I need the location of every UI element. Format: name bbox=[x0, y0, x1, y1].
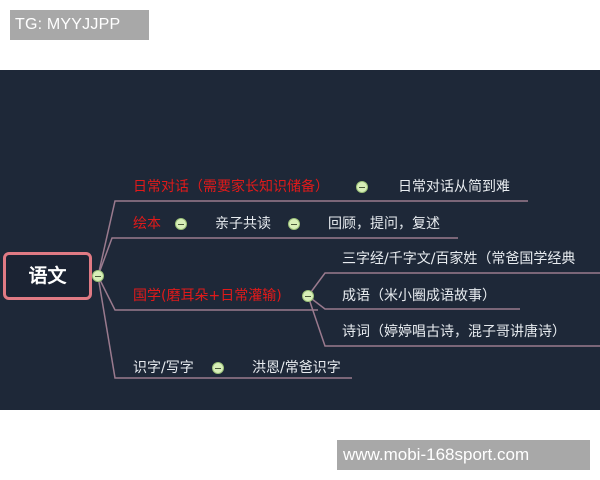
watermark-top: TG: MYYJJPP bbox=[10, 10, 149, 40]
collapse-root-icon[interactable] bbox=[92, 270, 104, 282]
node-daily-talk[interactable]: 日常对话（需要家长知识储备） bbox=[133, 179, 329, 195]
node-hongen-literacy[interactable]: 洪恩/常爸识字 bbox=[252, 360, 341, 376]
node-poetry[interactable]: 诗词（婷婷唱古诗，混子哥讲唐诗） bbox=[342, 324, 566, 340]
node-review-ask-retell[interactable]: 回顾，提问，复述 bbox=[328, 216, 440, 232]
collapse-parent-child-reading-icon[interactable] bbox=[288, 218, 300, 230]
node-daily-talk-easy-to-hard[interactable]: 日常对话从简到难 bbox=[398, 179, 510, 195]
node-classics[interactable]: 三字经/千字文/百家姓（常爸国学经典 bbox=[342, 251, 576, 267]
mindmap-canvas: 语文 日常对话（需要家长知识储备） 日常对话从简到难 绘本 亲子共读 回顾，提问… bbox=[0, 70, 600, 410]
root-node[interactable]: 语文 bbox=[3, 252, 92, 300]
node-parent-child-reading[interactable]: 亲子共读 bbox=[215, 216, 271, 232]
branch-line-guoxue bbox=[97, 275, 318, 311]
node-idioms[interactable]: 成语（米小圈成语故事） bbox=[342, 288, 496, 304]
branch-line-daily-talk bbox=[97, 200, 528, 277]
sub-line-idioms bbox=[307, 295, 520, 310]
branch-line-literacy bbox=[97, 275, 352, 379]
collapse-guoxue-icon[interactable] bbox=[302, 290, 314, 302]
sub-line-classics bbox=[307, 272, 600, 297]
collapse-daily-talk-icon[interactable] bbox=[356, 181, 368, 193]
collapse-literacy-icon[interactable] bbox=[212, 362, 224, 374]
watermark-bottom: www.mobi-168sport.com bbox=[337, 440, 590, 470]
branch-line-picture-book bbox=[97, 237, 458, 277]
node-picture-book[interactable]: 绘本 bbox=[133, 216, 161, 232]
branch-connectors bbox=[97, 200, 600, 379]
collapse-picture-book-icon[interactable] bbox=[175, 218, 187, 230]
sub-line-poetry bbox=[307, 295, 600, 347]
node-guoxue[interactable]: 国学(磨耳朵+日常灌输) bbox=[133, 288, 282, 304]
node-literacy[interactable]: 识字/写字 bbox=[133, 360, 194, 376]
